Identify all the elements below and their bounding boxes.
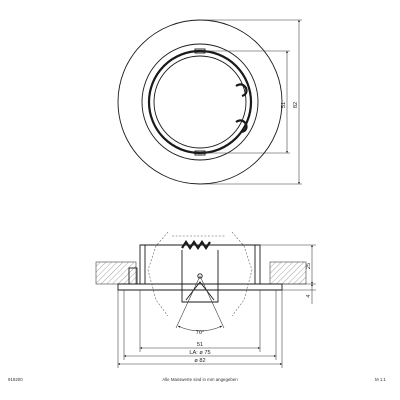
pivot-point [197, 273, 203, 279]
spring-ring [147, 49, 253, 155]
flange [117, 283, 283, 291]
spring-clip-upper [235, 83, 248, 98]
ceiling-right [269, 261, 307, 285]
bracket-cross [185, 281, 215, 301]
aperture-circle [153, 55, 247, 149]
dim-label-51-side: 51 [197, 342, 203, 348]
footer-units-note: Alle Masswerte sind in mm angegeben [162, 377, 238, 382]
outer-flange-ring [117, 19, 283, 185]
footer-scale: M 1:1 [375, 377, 387, 382]
dim-label-angle: 70° [196, 330, 204, 336]
top-view: 51 82 [117, 19, 302, 185]
dim-label-82-top: 82 [293, 102, 299, 108]
dim-label-82-side: ø 82 [194, 358, 205, 364]
dim-label-flange: 4 [306, 294, 312, 297]
side-view: 70° 51 LA: ø 75 ø 82 25 4 [95, 231, 316, 368]
footer: 919200 Alle Masswerte sind in mm angegeb… [8, 377, 387, 382]
swivel-bracket [181, 250, 219, 303]
inner-housing-ring [141, 43, 259, 161]
dim-label-51-top: 51 [281, 102, 287, 108]
dim-label-cutout: LA: ø 75 [189, 350, 210, 356]
swivel-path-left [147, 231, 169, 317]
dim-label-height: 25 [306, 263, 312, 269]
ceiling-left [95, 261, 137, 285]
spring-clip-lower [235, 119, 248, 134]
footer-article-number: 919200 [8, 377, 23, 382]
angle-arc [177, 325, 223, 332]
swivel-path-right [231, 231, 253, 317]
gimbal-spring [181, 240, 211, 250]
